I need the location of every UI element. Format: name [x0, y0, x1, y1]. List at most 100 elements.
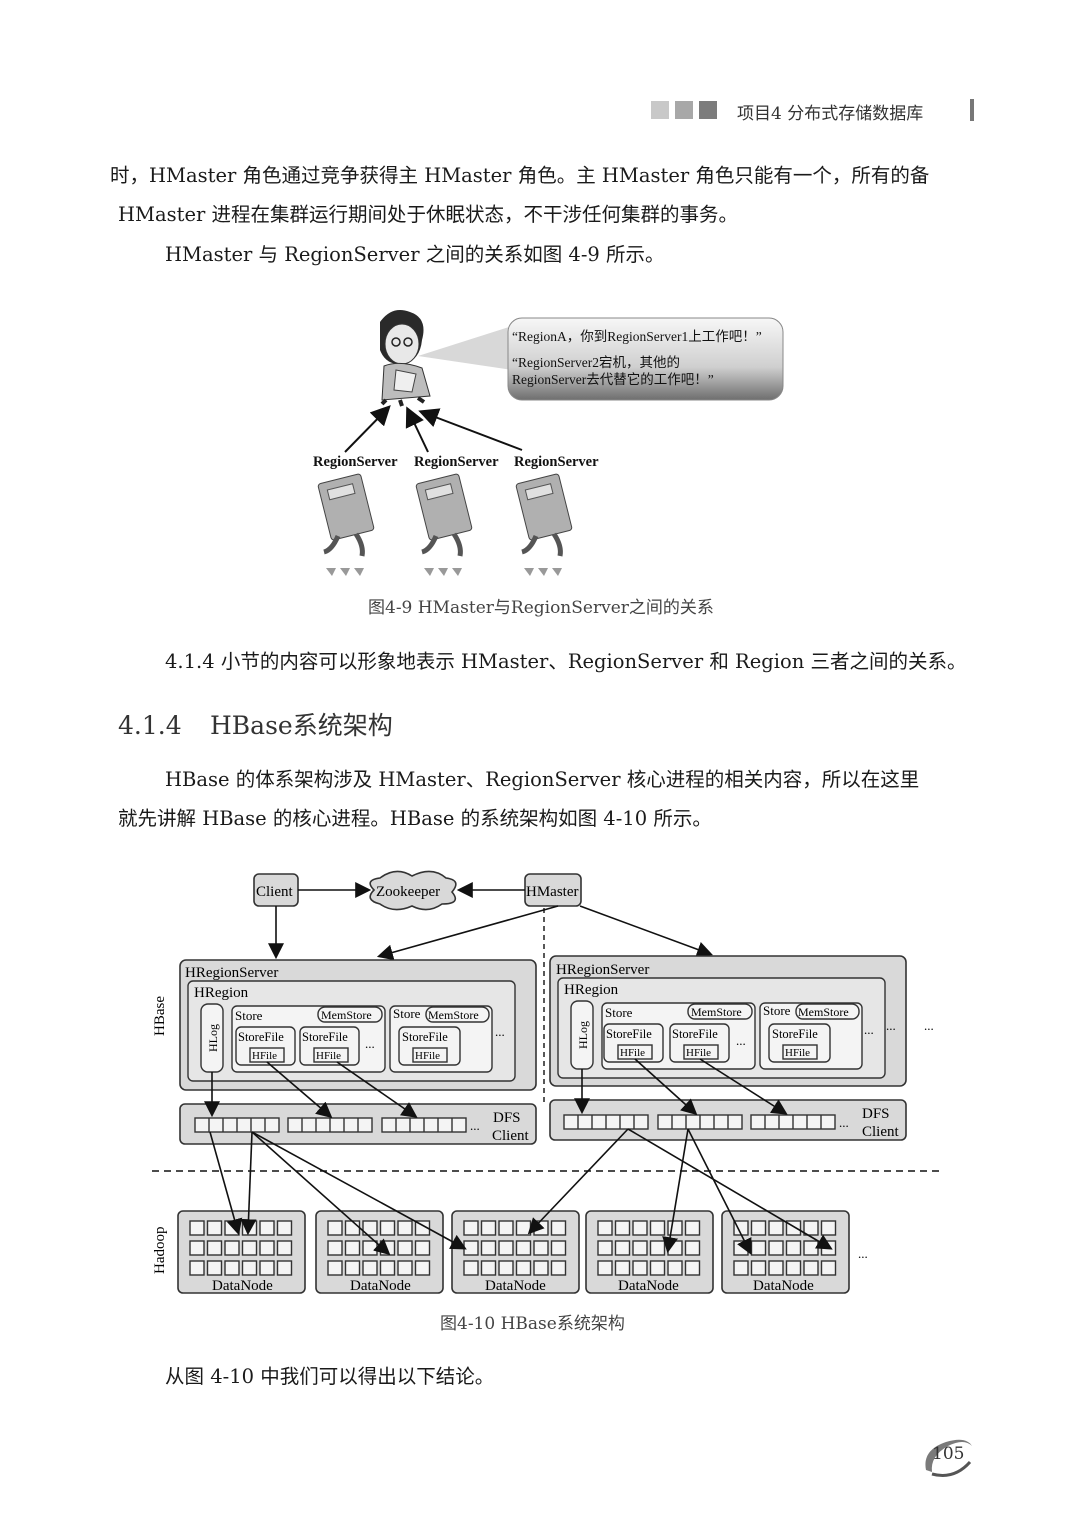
- datanode-block: [480, 1240, 497, 1256]
- svg-text:DataNode: DataNode: [212, 1278, 273, 1294]
- datanode-block: [533, 1220, 549, 1236]
- datanode-block: [463, 1220, 479, 1236]
- datanode-block: [820, 1220, 837, 1236]
- datanode-block: [241, 1220, 258, 1236]
- server-robot-icon-1: [317, 473, 375, 576]
- datanode-block: [820, 1260, 837, 1276]
- dfs-label-right: DFS: [862, 1106, 890, 1122]
- running-header-title: 项目4 分布式存储数据库: [737, 104, 924, 124]
- datanode-block: [750, 1260, 767, 1276]
- store-label-right-2: Store: [763, 1003, 791, 1018]
- storefile-label-right-1a: StoreFile: [606, 1027, 652, 1041]
- datanode-block: [803, 1240, 819, 1256]
- memstore-left-2: [425, 1006, 490, 1023]
- datanode-block: [684, 1240, 701, 1256]
- datanode-block: [515, 1260, 532, 1276]
- datanode-block: [515, 1240, 532, 1256]
- datanode-block: [276, 1260, 293, 1276]
- datanode-block: [189, 1240, 205, 1256]
- datanode-block: [206, 1220, 223, 1236]
- datanode-block: [206, 1240, 223, 1256]
- paragraph-3: 4.1.4 小节的内容可以形象地表示 HMaster、RegionServer …: [165, 650, 967, 673]
- datanode-block: [362, 1220, 378, 1236]
- ellipsis-right-1: ...: [736, 1033, 746, 1048]
- datanode-block: [344, 1260, 361, 1276]
- ellipsis-dfs-right: ...: [839, 1115, 849, 1130]
- datanode-block: [480, 1260, 497, 1276]
- regionserver-label-3: RegionServer: [514, 454, 599, 470]
- figure-4-10-architecture-diagram: Client Zookeeper HMaster HBase Hadoop HR…: [152, 870, 940, 1294]
- svg-text:DataNode: DataNode: [618, 1278, 679, 1294]
- datanode-block: [414, 1240, 431, 1256]
- regionserver-label-1: RegionServer: [313, 454, 398, 470]
- datanode-block: [803, 1260, 819, 1276]
- datanode-block: [684, 1260, 701, 1276]
- datanode-block: [597, 1240, 613, 1256]
- datanode-block: [344, 1240, 361, 1256]
- dfs-label-left: DFS: [493, 1110, 521, 1126]
- hregion-label-left: HRegion: [194, 985, 249, 1001]
- datanode-block: [614, 1260, 631, 1276]
- datanode-block: [259, 1240, 275, 1256]
- memstore-left-1: [317, 1006, 383, 1023]
- paragraph-4-line-2: 就先讲解 HBase 的核心进程。HBase 的系统架构如图 4-10 所示。: [118, 807, 712, 830]
- memstore-label-left-1: MemStore: [321, 1008, 372, 1022]
- hfile-label-right-1b: HFile: [686, 1047, 711, 1059]
- section-number: 4.1.4: [118, 711, 182, 740]
- memstore-label-right-2: MemStore: [798, 1005, 849, 1019]
- storefile-label-right-1b: StoreFile: [672, 1027, 718, 1041]
- datanode-block: [498, 1240, 514, 1256]
- datanode-5: DataNode: [721, 1210, 850, 1294]
- datanode-block: [550, 1220, 567, 1236]
- datanode-block: [327, 1260, 343, 1276]
- datanode-block: [632, 1260, 648, 1276]
- datanode-block: [614, 1240, 631, 1256]
- datanode-block: [597, 1220, 613, 1236]
- zookeeper-label: Zookeeper: [376, 884, 440, 900]
- datanode-block: [224, 1260, 240, 1276]
- section-title: HBase系统架构: [210, 711, 393, 740]
- hfile-label-right-1a: HFile: [620, 1047, 645, 1059]
- datanode-block: [667, 1240, 683, 1256]
- paragraph-2: HMaster 与 RegionServer 之间的关系如图 4-9 所示。: [165, 243, 665, 266]
- dfs-client-label-right: Client: [862, 1124, 899, 1140]
- datanode-block: [362, 1240, 378, 1256]
- datanode-block: [750, 1240, 767, 1256]
- datanode-block: [684, 1220, 701, 1236]
- datanode-block: [480, 1220, 497, 1236]
- datanode-block: [327, 1240, 343, 1256]
- hlog-label-right: HLog: [576, 1021, 590, 1049]
- ellipsis-right-4: ...: [924, 1018, 934, 1033]
- datanode-block: [498, 1260, 514, 1276]
- datanode-block: [649, 1220, 666, 1236]
- hfile-left-2: [412, 1047, 448, 1063]
- bubble-line-2: “RegionServer2宕机，其他的: [512, 355, 680, 370]
- figure-4-9-caption: 图4-9 HMaster与RegionServer之间的关系: [368, 598, 714, 618]
- datanode-block: [241, 1260, 258, 1276]
- server-robot-icon-3: [515, 473, 573, 576]
- svg-text:DataNode: DataNode: [753, 1278, 814, 1294]
- memstore-label-right-1: MemStore: [691, 1005, 742, 1019]
- storefile-label-left-1b: StoreFile: [302, 1030, 348, 1044]
- store-label-left-2: Store: [393, 1006, 421, 1021]
- paragraph-1-line-1: 时，HMaster 角色通过竞争获得主 HMaster 角色。主 HMaster…: [110, 164, 930, 187]
- datanode-block: [632, 1240, 648, 1256]
- datanode-block: [785, 1260, 802, 1276]
- datanode-block: [733, 1260, 749, 1276]
- datanode-block: [803, 1220, 819, 1236]
- datanode-block: [515, 1220, 532, 1236]
- speech-bubble: [507, 317, 784, 401]
- datanode-block: [189, 1220, 205, 1236]
- server-robot-icon-2: [415, 473, 473, 576]
- hfile-label-right-2: HFile: [785, 1047, 810, 1059]
- hregionserver-label-left: HRegionServer: [185, 965, 278, 981]
- hregion-label-right: HRegion: [564, 982, 619, 998]
- datanode-block: [768, 1220, 784, 1236]
- datanode-block: [533, 1260, 549, 1276]
- datanode-block: [379, 1260, 396, 1276]
- datanode-block: [397, 1220, 413, 1236]
- datanode-block: [397, 1260, 413, 1276]
- datanode-block: [785, 1240, 802, 1256]
- hfile-label-left-1a: HFile: [252, 1050, 277, 1062]
- memstore-right-1: [687, 1003, 753, 1020]
